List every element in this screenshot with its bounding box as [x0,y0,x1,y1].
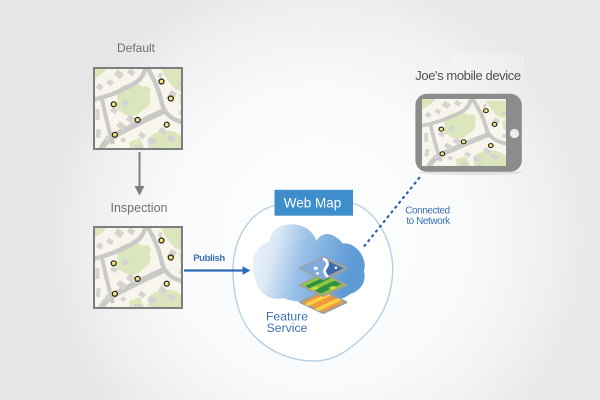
svg-text:Feature: Feature [266,310,308,324]
svg-text:to Network: to Network [406,216,451,227]
svg-text:Publish: Publish [193,253,225,264]
svg-text:Inspection: Inspection [111,201,168,215]
svg-text:Connected: Connected [405,205,449,216]
svg-text:Joe's mobile device: Joe's mobile device [415,68,521,83]
svg-text:Default: Default [117,41,156,55]
svg-text:Service: Service [267,321,308,335]
svg-text:Web Map: Web Map [284,196,342,211]
